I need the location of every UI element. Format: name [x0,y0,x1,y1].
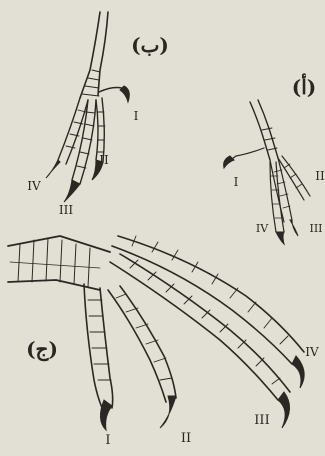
panel-b-foot [46,12,129,202]
panel-a-toe-label-3: III [309,222,322,235]
panel-j-foot [8,236,304,430]
panel-b-letter: (ب) [131,33,169,57]
panel-b-toe-label-3: III [59,203,73,217]
panel-j-toe-label-3: III [254,413,269,428]
panel-b-toe-label-1: I [134,109,139,123]
panel-a-toe-label-1: I [234,175,239,189]
panel-j-toe-label-2: II [181,431,191,446]
panel-j-toe-label-4: IV [305,345,319,359]
panel-j-letter: (ج) [26,337,58,362]
panel-a-toe-label-4: IV [256,222,269,235]
panel-a-toe-label-2: II [315,169,325,183]
panel-j-toe-label-1: I [105,433,110,448]
panel-b-toe-label-4: IV [27,179,41,193]
panel-a-letter: (أ) [292,73,317,99]
panel-b-toe-label-2: II [99,153,109,167]
